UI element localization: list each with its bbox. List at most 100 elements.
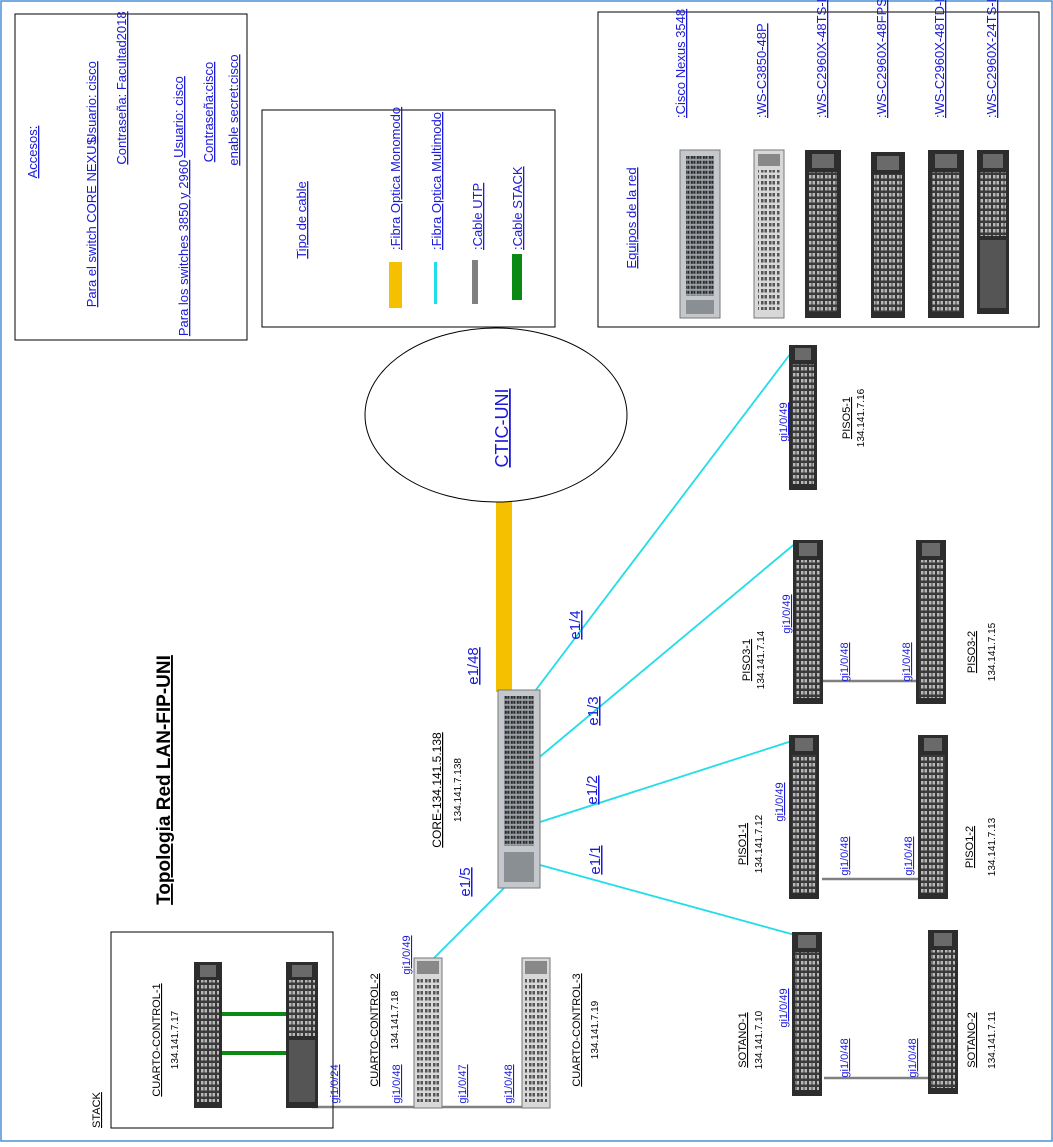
port-e1-2: e1/2: [584, 775, 601, 804]
access-heading: Accesos:: [25, 126, 40, 179]
port-piso1-49: gi1/0/49: [774, 782, 786, 821]
c2960-switch-icon: [928, 150, 964, 318]
c2960-switch-icon: [928, 930, 958, 1094]
equip-2960-48ts: :WS-C2960X-48TS-L: [805, 0, 841, 318]
piso5-1-name: PISO5-1: [841, 397, 853, 439]
svg-text::WS-C3850-48P: :WS-C3850-48P: [754, 23, 769, 118]
c2960-switch-icon: [286, 962, 318, 1108]
legend-item-multimodo: :Fibra Optica Multimodo: [429, 112, 444, 304]
cable-legend: Tipo de cable :Fibra Optica Monomodo :Fi…: [261, 107, 556, 328]
equip-2960-48fps: :WS-C2960X-48FPS-L: [871, 0, 905, 318]
c2960-switch-icon: [977, 150, 1009, 314]
equipment-heading: Equipos de la red: [624, 167, 639, 268]
cc2-ip: 134.141.7.18: [390, 990, 401, 1049]
diagram-title: Topologia Red LAN-FIP-UNI: [154, 655, 175, 905]
access-switch-user: Usuario: cisco: [171, 76, 186, 158]
core-ip: 134.141.7.138: [453, 758, 464, 822]
c2960-switch-icon: [194, 962, 222, 1108]
svg-text::WS-C2960X-48TD-L: :WS-C2960X-48TD-L: [932, 0, 947, 118]
sotano-1-ip: 134.141.7.10: [754, 1010, 765, 1069]
equip-3850: :WS-C3850-48P: [753, 23, 785, 319]
port-sotano-48b: gi1/0/48: [907, 1038, 919, 1077]
sotano-2-name: SOTANO-2: [966, 1012, 978, 1067]
switch-sotano-1: SOTANO-1 134.141.7.10: [737, 932, 822, 1096]
access-switch-pass: Contraseña:cisco: [201, 62, 216, 162]
switch-cc3: CUARTO-CONTROL-3 134.141.7.19: [521, 957, 601, 1109]
nexus-switch-icon: [497, 689, 541, 889]
c3850-switch-icon: [753, 149, 785, 319]
c2960-switch-icon: [918, 735, 948, 899]
core-switch: CORE-134.141.5.138 134.141.7.138: [430, 689, 541, 889]
multimodo-swatch: [434, 262, 437, 304]
equip-2960-48td: :WS-C2960X-48TD-L: [928, 0, 964, 318]
piso3-1-name: PISO3-1: [741, 639, 753, 681]
legend-item-utp: :Cable UTP: [470, 183, 485, 304]
cable-core-piso5: [531, 344, 798, 696]
port-e1-5: e1/5: [457, 867, 474, 896]
svg-text::Cable UTP: :Cable UTP: [470, 183, 485, 250]
c2960-switch-icon: [789, 345, 817, 490]
port-cc3-48: gi1/0/48: [503, 1064, 515, 1103]
cc1-name: CUARTO-CONTROL-1: [151, 983, 163, 1096]
c3850-switch-icon: [413, 957, 443, 1109]
port-e1-1: e1/1: [587, 845, 604, 874]
switch-cc1-b: [286, 962, 318, 1108]
cloud-label: CTIC-UNI: [492, 389, 512, 468]
piso1-1-ip: 134.141.7.12: [754, 814, 765, 873]
cable-core-sotano: [539, 864, 796, 936]
equip-2960-24ts: :WS-C2960X-24TS-L: [977, 0, 1009, 314]
cc2-name: CUARTO-CONTROL-2: [369, 973, 381, 1086]
access-core-user: Usuario: cisco: [84, 61, 99, 143]
cc3-ip: 134.141.7.19: [590, 1000, 601, 1059]
switch-piso5-1: PISO5-1 134.141.7.16: [789, 345, 867, 490]
cables: [220, 344, 930, 1109]
svg-text::WS-C2960X-48FPS-L: :WS-C2960X-48FPS-L: [874, 0, 889, 118]
switch-cc2: CUARTO-CONTROL-2 134.141.7.18: [369, 957, 443, 1109]
piso3-2-ip: 134.141.7.15: [987, 622, 998, 681]
port-piso3-48b: gi1/0/48: [901, 642, 913, 681]
port-cc2-49: gi1/0/49: [401, 935, 413, 974]
c2960-switch-icon: [793, 540, 823, 704]
piso1-1-name: PISO1-1: [737, 823, 749, 865]
switch-piso3-1: PISO3-1 134.141.7.14: [741, 540, 823, 704]
port-piso1-48a: gi1/0/48: [839, 836, 851, 875]
port-e1-48: e1/48: [465, 647, 482, 685]
c2960-switch-icon: [871, 152, 905, 318]
equip-nexus: :Cisco Nexus 3548: [673, 9, 721, 319]
c2960-switch-icon: [916, 540, 946, 704]
c2960-switch-icon: [789, 735, 819, 899]
switch-sotano-2: SOTANO-2 134.141.7.11: [928, 930, 998, 1094]
port-e1-4: e1/4: [567, 610, 584, 639]
port-sotano-48a: gi1/0/48: [839, 1038, 851, 1077]
piso3-1-ip: 134.141.7.14: [756, 630, 767, 689]
core-name: CORE-134.141.5.138: [430, 732, 444, 848]
cable-core-piso3: [535, 541, 798, 761]
cable-core-ctic: [496, 500, 512, 692]
legend-item-monomodo: :Fibra Optica Monomodo: [388, 107, 403, 308]
access-core-label: Para el switch CORE NEXUS: [84, 136, 99, 307]
cc3-name: CUARTO-CONTROL-3: [571, 973, 583, 1086]
nexus-switch-icon: [679, 149, 721, 319]
port-piso5-49: gi1/0/49: [778, 402, 790, 441]
piso5-1-ip: 134.141.7.16: [856, 388, 867, 447]
legend-item-stack: :Cable STACK: [510, 166, 525, 300]
c2960-switch-icon: [792, 932, 822, 1096]
access-core-pass: Contraseña: Facultad2018: [114, 11, 129, 164]
stack-swatch: [512, 254, 522, 300]
access-switch-secret: enable secret:cisco: [226, 54, 241, 165]
access-switch-label: Para los switches 3850 y 2960: [176, 160, 191, 336]
cable-core-piso1: [539, 739, 796, 823]
port-piso3-49: gi1/0/49: [781, 594, 793, 633]
stack-group: STACK CUARTO-CONTROL-1 134.141.7.17: [91, 931, 334, 1129]
piso1-2-ip: 134.141.7.13: [987, 817, 998, 876]
piso3-2-name: PISO3-2: [966, 631, 978, 673]
sotano-2-ip: 134.141.7.11: [987, 1011, 998, 1069]
svg-text::WS-C2960X-48TS-L: :WS-C2960X-48TS-L: [814, 0, 829, 118]
svg-text::Fibra Optica Multimodo: :Fibra Optica Multimodo: [429, 112, 444, 250]
port-e1-3: e1/3: [585, 696, 602, 725]
switch-piso1-2: PISO1-2 134.141.7.13: [918, 735, 998, 899]
access-panel: Accesos: Para el switch CORE NEXUS Usuar…: [14, 11, 248, 341]
cable-core-cc2: [431, 887, 505, 961]
switch-piso3-2: PISO3-2 134.141.7.15: [916, 540, 998, 704]
